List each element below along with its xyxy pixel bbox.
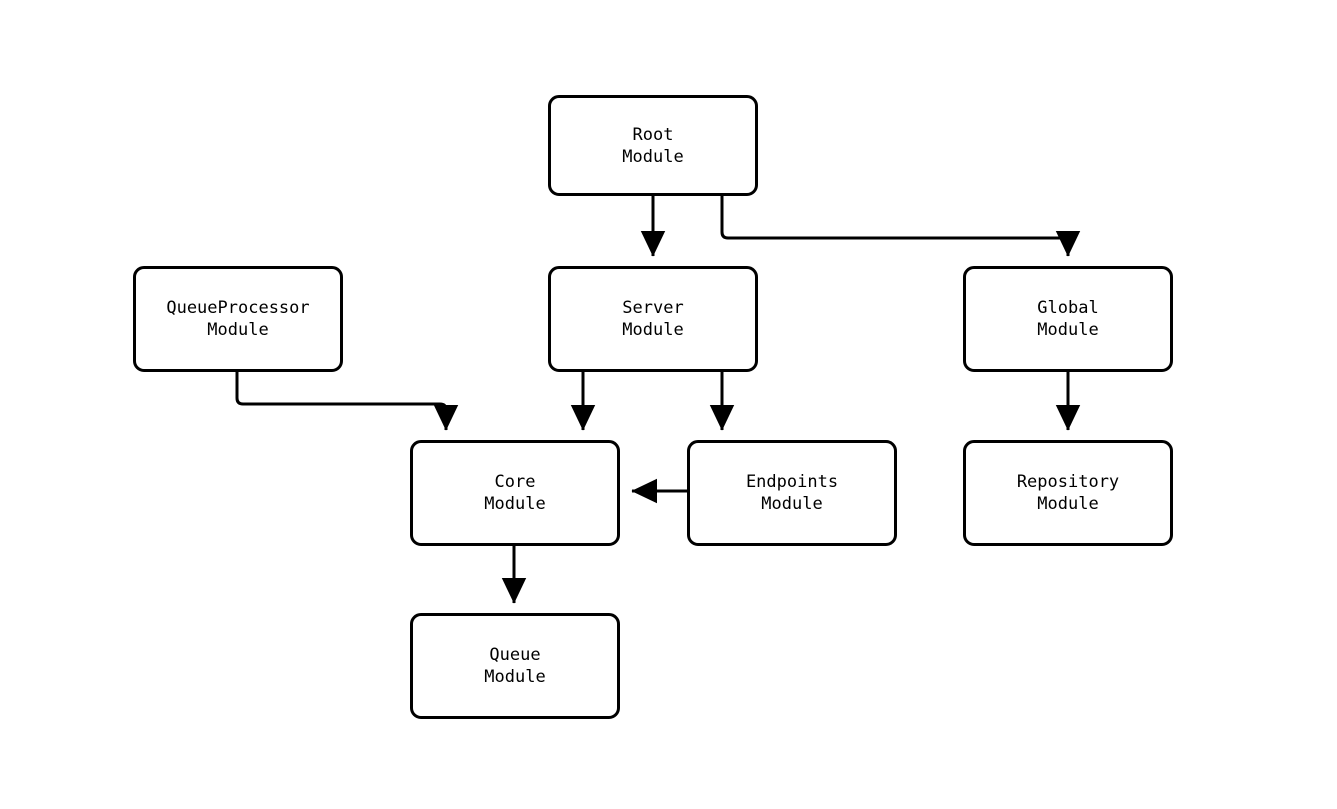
node-root-module[interactable]: Root Module [548, 95, 758, 196]
edge-queueprocessor-to-core [235, 372, 459, 431]
node-repository-module-label-line2: Module [1037, 494, 1099, 514]
node-endpoints-module-label-line1: Endpoints [745, 472, 839, 492]
node-core-module[interactable]: Core Module [410, 440, 620, 546]
node-global-module[interactable]: Global Module [963, 266, 1173, 372]
node-root-module-label-line1: Root [632, 124, 674, 145]
node-repository-module[interactable]: Repository Module [963, 440, 1173, 546]
node-queueprocessor-module-label-line1: QueueProcessor [166, 298, 310, 318]
node-global-module-label-line1: Global [1037, 298, 1099, 318]
node-endpoints-module-label-line2: Module [761, 494, 823, 514]
node-server-module-label-line2: Module [622, 320, 684, 340]
node-queue-module-label-line2: Module [484, 667, 546, 687]
node-global-module-label-line2: Module [1037, 320, 1099, 340]
node-server-module[interactable]: Server Module [548, 266, 758, 372]
node-endpoints-module[interactable]: Endpoints Module [687, 440, 897, 546]
node-queueprocessor-module-label-line2: Module [207, 320, 269, 340]
node-repository-module-label-line1: Repository [1016, 472, 1120, 492]
node-queue-module-label-line1: Queue [489, 645, 541, 665]
node-root-module-label-line2: Module [622, 146, 684, 167]
node-core-module-label-line2: Module [484, 494, 546, 514]
node-server-module-label-line1: Server [622, 298, 684, 318]
node-core-module-label-line1: Core [494, 472, 536, 492]
edge-root-to-global [720, 196, 1081, 257]
node-queueprocessor-module[interactable]: QueueProcessor Module [133, 266, 343, 372]
node-queue-module[interactable]: Queue Module [410, 613, 620, 719]
